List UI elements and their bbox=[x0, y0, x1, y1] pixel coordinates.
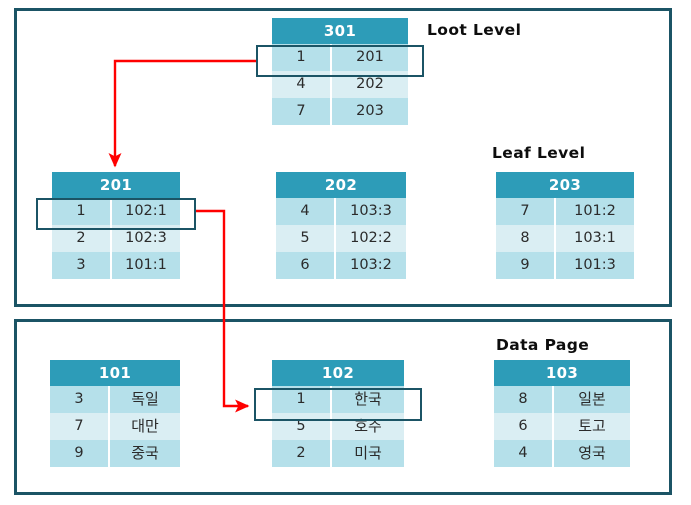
node-102-row-2-value: 호주 bbox=[332, 413, 404, 440]
node-201-row-1-value: 102:1 bbox=[112, 198, 180, 225]
node-103-row-1-key: 8 bbox=[494, 386, 552, 413]
node-202-row-2-key: 5 bbox=[276, 225, 334, 252]
node-301-row-3-value: 203 bbox=[332, 98, 408, 125]
node-201-row-2-key: 2 bbox=[52, 225, 110, 252]
node-101-header: 101 bbox=[50, 360, 180, 386]
node-101-row-2[interactable]: 7 대만 bbox=[50, 413, 180, 440]
caption-loot-level: Loot Level bbox=[427, 21, 522, 39]
node-201-row-3-value: 101:1 bbox=[112, 252, 180, 279]
node-203-row-1-key: 7 bbox=[496, 198, 554, 225]
node-203-row-2-key: 8 bbox=[496, 225, 554, 252]
node-102-row-3-value: 미국 bbox=[332, 440, 404, 467]
node-202-row-3[interactable]: 6 103:2 bbox=[276, 252, 406, 279]
node-203-row-3-key: 9 bbox=[496, 252, 554, 279]
node-102-row-1-value: 한국 bbox=[332, 386, 404, 413]
node-202-row-2-value: 102:2 bbox=[336, 225, 406, 252]
node-103-row-2-value: 토고 bbox=[554, 413, 630, 440]
node-301[interactable]: 301 1 201 4 202 7 203 bbox=[272, 18, 408, 125]
node-102-row-1[interactable]: 1 한국 bbox=[272, 386, 404, 413]
node-103[interactable]: 103 8 일본 6 토고 4 영국 bbox=[494, 360, 630, 467]
node-202-row-2[interactable]: 5 102:2 bbox=[276, 225, 406, 252]
node-103-row-2[interactable]: 6 토고 bbox=[494, 413, 630, 440]
index-panel bbox=[14, 8, 672, 307]
node-103-row-3[interactable]: 4 영국 bbox=[494, 440, 630, 467]
node-301-row-1-key: 1 bbox=[272, 44, 330, 71]
node-202-row-1-value: 103:3 bbox=[336, 198, 406, 225]
node-203-row-3[interactable]: 9 101:3 bbox=[496, 252, 634, 279]
node-102-row-1-key: 1 bbox=[272, 386, 330, 413]
node-101-row-1[interactable]: 3 독일 bbox=[50, 386, 180, 413]
node-201[interactable]: 201 1 102:1 2 102:3 3 101:1 bbox=[52, 172, 180, 279]
node-103-row-3-value: 영국 bbox=[554, 440, 630, 467]
node-101-row-3[interactable]: 9 중국 bbox=[50, 440, 180, 467]
caption-leaf-level: Leaf Level bbox=[492, 144, 586, 162]
node-101-row-1-value: 독일 bbox=[110, 386, 180, 413]
node-301-row-2-value: 202 bbox=[332, 71, 408, 98]
node-102-row-3[interactable]: 2 미국 bbox=[272, 440, 404, 467]
node-301-row-2[interactable]: 4 202 bbox=[272, 71, 408, 98]
node-102-header: 102 bbox=[272, 360, 404, 386]
node-301-row-1[interactable]: 1 201 bbox=[272, 44, 408, 71]
node-301-header: 301 bbox=[272, 18, 408, 44]
node-101-row-2-value: 대만 bbox=[110, 413, 180, 440]
node-202-header: 202 bbox=[276, 172, 406, 198]
node-103-row-1[interactable]: 8 일본 bbox=[494, 386, 630, 413]
node-201-row-3-key: 3 bbox=[52, 252, 110, 279]
data-panel bbox=[14, 319, 672, 495]
node-203-row-1[interactable]: 7 101:2 bbox=[496, 198, 634, 225]
node-301-row-1-value: 201 bbox=[332, 44, 408, 71]
node-103-row-2-key: 6 bbox=[494, 413, 552, 440]
node-103-row-3-key: 4 bbox=[494, 440, 552, 467]
node-301-row-3[interactable]: 7 203 bbox=[272, 98, 408, 125]
node-202-row-3-key: 6 bbox=[276, 252, 334, 279]
node-101[interactable]: 101 3 독일 7 대만 9 중국 bbox=[50, 360, 180, 467]
node-201-header: 201 bbox=[52, 172, 180, 198]
node-101-row-1-key: 3 bbox=[50, 386, 108, 413]
node-203-row-2[interactable]: 8 103:1 bbox=[496, 225, 634, 252]
node-102[interactable]: 102 1 한국 5 호주 2 미국 bbox=[272, 360, 404, 467]
node-201-row-1[interactable]: 1 102:1 bbox=[52, 198, 180, 225]
node-301-row-2-key: 4 bbox=[272, 71, 330, 98]
node-202-row-3-value: 103:2 bbox=[336, 252, 406, 279]
node-202-row-1-key: 4 bbox=[276, 198, 334, 225]
caption-data-page: Data Page bbox=[496, 336, 590, 354]
node-102-row-2-key: 5 bbox=[272, 413, 330, 440]
node-202-row-1[interactable]: 4 103:3 bbox=[276, 198, 406, 225]
node-103-row-1-value: 일본 bbox=[554, 386, 630, 413]
node-203[interactable]: 203 7 101:2 8 103:1 9 101:3 bbox=[496, 172, 634, 279]
node-201-row-1-key: 1 bbox=[52, 198, 110, 225]
node-101-row-3-key: 9 bbox=[50, 440, 108, 467]
node-201-row-2-value: 102:3 bbox=[112, 225, 180, 252]
node-101-row-2-key: 7 bbox=[50, 413, 108, 440]
node-101-row-3-value: 중국 bbox=[110, 440, 180, 467]
node-203-row-2-value: 103:1 bbox=[556, 225, 634, 252]
node-102-row-2[interactable]: 5 호주 bbox=[272, 413, 404, 440]
node-201-row-2[interactable]: 2 102:3 bbox=[52, 225, 180, 252]
node-102-row-3-key: 2 bbox=[272, 440, 330, 467]
node-202[interactable]: 202 4 103:3 5 102:2 6 103:2 bbox=[276, 172, 406, 279]
node-103-header: 103 bbox=[494, 360, 630, 386]
node-203-header: 203 bbox=[496, 172, 634, 198]
node-201-row-3[interactable]: 3 101:1 bbox=[52, 252, 180, 279]
node-203-row-1-value: 101:2 bbox=[556, 198, 634, 225]
node-301-row-3-key: 7 bbox=[272, 98, 330, 125]
node-203-row-3-value: 101:3 bbox=[556, 252, 634, 279]
